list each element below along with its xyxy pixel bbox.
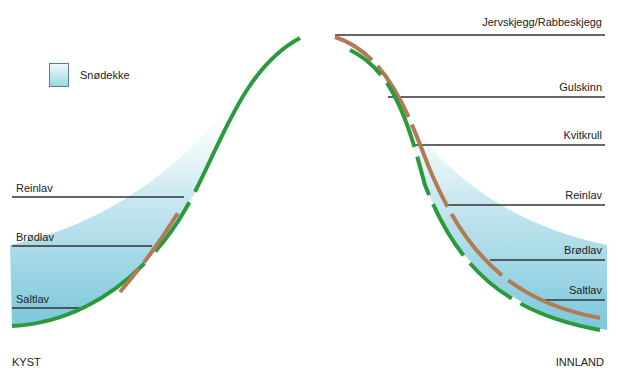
vegetation-line xyxy=(335,37,600,318)
level-line xyxy=(540,299,605,300)
zone-label: Jervskjegg/Rabbeskjegg xyxy=(482,16,602,29)
level-line xyxy=(12,307,80,308)
level-line xyxy=(12,245,152,246)
snow-cover xyxy=(385,85,607,330)
vegetation-line xyxy=(12,38,300,326)
region-label: INNLAND xyxy=(556,356,604,369)
level-line xyxy=(490,259,605,260)
vegetation-line xyxy=(120,206,182,292)
zone-label: Kvitkrull xyxy=(563,129,602,142)
snow-cover xyxy=(10,85,245,326)
zone-label: Brødlav xyxy=(564,244,602,257)
legend-text: Snødekke xyxy=(80,69,130,82)
zone-label: Gulskinn xyxy=(559,81,602,94)
zone-label: Brødlav xyxy=(16,231,54,244)
zone-label: Saltlav xyxy=(16,293,49,306)
level-line xyxy=(388,96,605,97)
zone-label: Reinlav xyxy=(565,189,602,202)
zone-label: Reinlav xyxy=(16,182,53,195)
level-line xyxy=(412,144,605,145)
level-line xyxy=(445,204,605,205)
level-line xyxy=(12,196,184,197)
region-label: KYST xyxy=(12,356,41,369)
legend-swatch xyxy=(49,63,69,87)
zone-label: Saltlav xyxy=(569,284,602,297)
level-line xyxy=(335,34,605,35)
